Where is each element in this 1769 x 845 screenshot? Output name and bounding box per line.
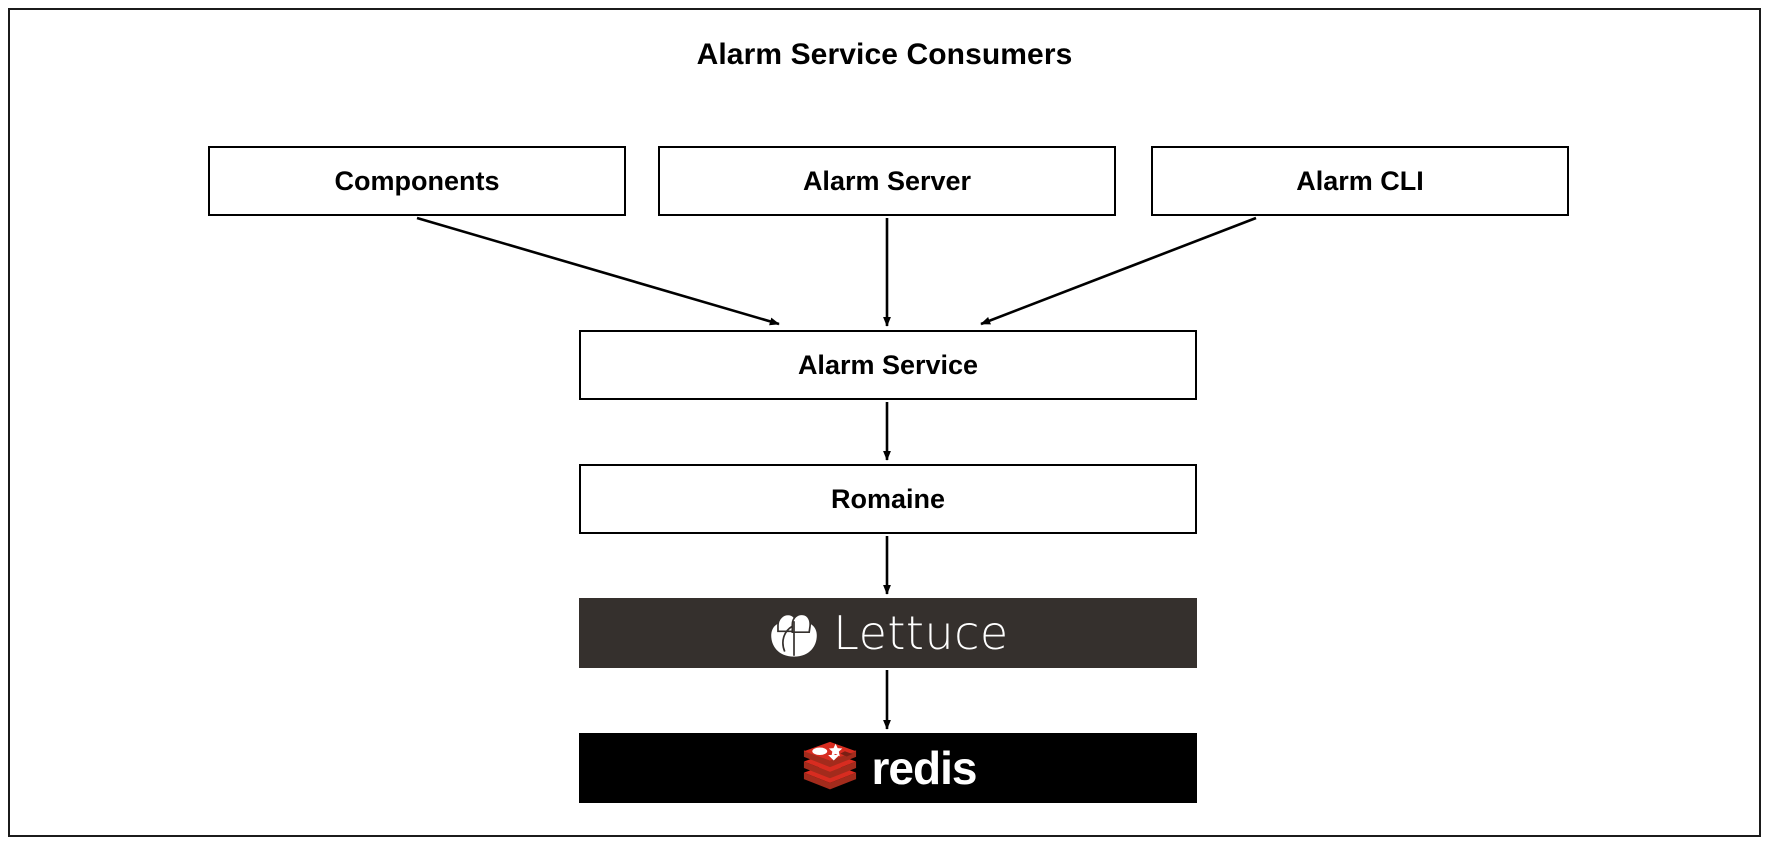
node-alarm-cli[interactable]: Alarm CLI: [1151, 146, 1569, 216]
diagram-title: Alarm Service Consumers: [696, 38, 1073, 71]
node-alarm-server[interactable]: Alarm Server: [658, 146, 1116, 216]
node-components-label: Components: [334, 165, 500, 196]
diagram-frame: [8, 8, 1761, 837]
lettuce-wordmark: Lettuce: [833, 606, 1009, 660]
lettuce-lockup: Lettuce: [579, 598, 1197, 668]
node-alarm-service-label: Alarm Service: [797, 349, 979, 380]
node-lettuce[interactable]: Lettuce: [579, 598, 1197, 668]
node-alarm-service[interactable]: Alarm Service: [579, 330, 1197, 400]
node-alarm-server-label: Alarm Server: [802, 165, 972, 196]
node-components[interactable]: Components: [208, 146, 626, 216]
redis-lockup: redis: [579, 733, 1197, 803]
redis-logo-icon: [803, 741, 856, 790]
node-redis[interactable]: redis: [579, 733, 1197, 803]
node-romaine[interactable]: Romaine: [579, 464, 1197, 534]
lettuce-logo-icon: [771, 613, 818, 657]
redis-wordmark: redis: [871, 742, 978, 794]
node-alarm-cli-label: Alarm CLI: [1296, 165, 1424, 196]
node-romaine-label: Romaine: [830, 483, 946, 514]
